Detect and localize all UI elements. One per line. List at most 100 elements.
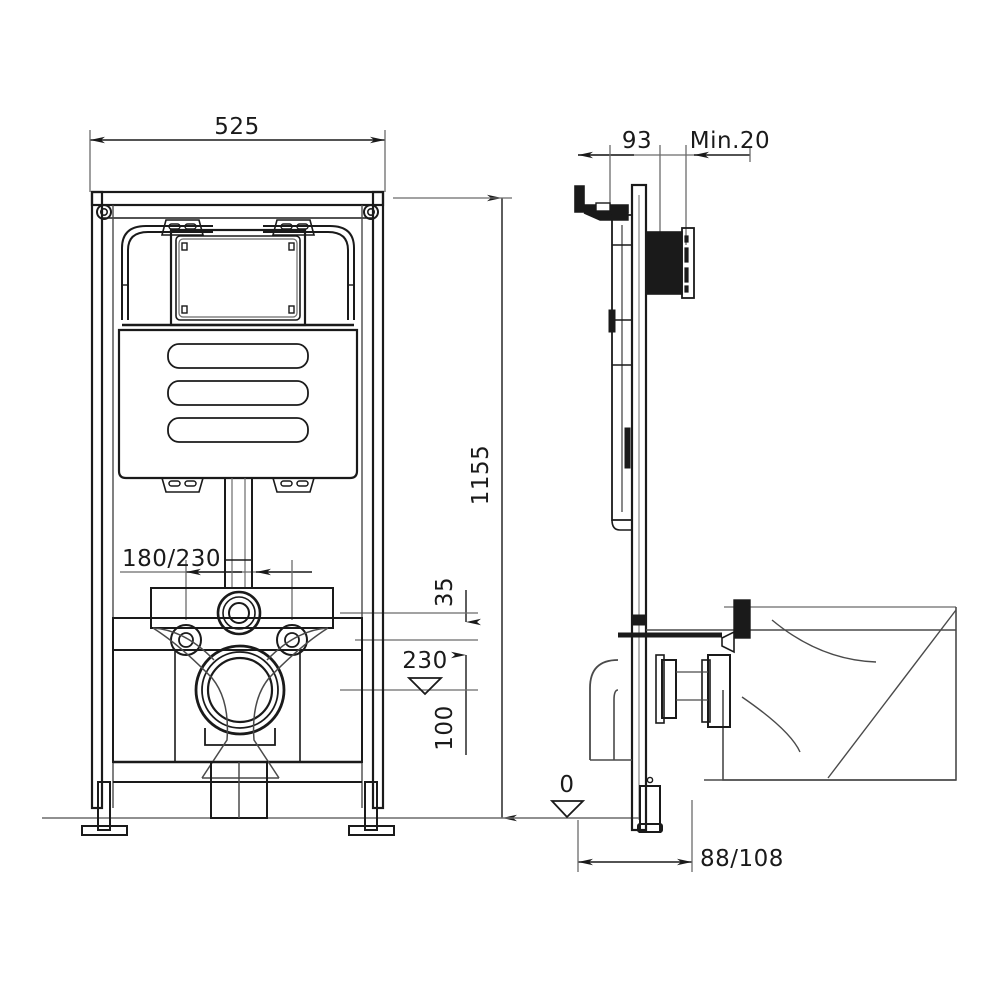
- pan-connections: [170, 590, 308, 746]
- corner-fixing-left-inner: [100, 208, 109, 217]
- pan-height-label: 230: [402, 648, 447, 674]
- foot-right-leg: [364, 781, 378, 831]
- thin-line-style: [42, 130, 751, 872]
- corner-fixing-left: [96, 204, 112, 220]
- bracket-arm-left-outer: [121, 225, 213, 320]
- side-foot-base: [637, 823, 663, 833]
- flush-plate-assembly: [645, 227, 695, 299]
- waste-outlet-mid: [201, 651, 279, 729]
- mount-tab-br-slot-1: [280, 480, 293, 487]
- waste-outlet-outer: [194, 644, 286, 736]
- bracket-outline-right: [252, 627, 329, 779]
- cistern-slot-1: [167, 343, 309, 369]
- pan-projection-label: 88/108: [700, 846, 784, 872]
- waste-outlet-saddle: [204, 728, 276, 746]
- fixing-bolt-right-bore: [284, 632, 300, 648]
- adjustable-feet: [81, 781, 395, 836]
- cistern-slot-2: [167, 380, 309, 406]
- water-spigot-block: [733, 599, 751, 639]
- panel-screw-bl: [181, 305, 188, 314]
- inspection-panel-screws: [181, 242, 295, 314]
- side-bracket-node: [631, 614, 647, 626]
- pan-height-datum-triangle: [406, 677, 444, 696]
- waste-stack: [210, 761, 268, 819]
- floor-datum-triangle: [549, 800, 586, 819]
- bracket-arm-left: [127, 231, 213, 320]
- frame-upright-left: [90, 190, 104, 810]
- waste-bend-outer: [589, 659, 619, 760]
- flush-fix-1: [684, 235, 689, 243]
- pan-support-brackets: [152, 627, 329, 779]
- inspection-panel-face: [178, 238, 298, 318]
- wall-bracket-body: [574, 185, 629, 213]
- waste-spigot-collar: [655, 654, 665, 724]
- mount-tab-br: [271, 477, 316, 493]
- cistern-tank-body: [117, 328, 359, 480]
- waste-outlet-bore: [206, 656, 274, 724]
- pan-bowl-curve-lower: [741, 696, 801, 753]
- cistern-side-fitting-2: [624, 427, 631, 469]
- dimension-pan-projection: [577, 800, 693, 872]
- cistern-side-body: [608, 214, 633, 531]
- corner-fixing-right: [363, 204, 379, 220]
- corner-fixing-right-inner: [366, 208, 375, 217]
- water-inlet-outer: [216, 590, 262, 636]
- frame-upright-right: [371, 190, 385, 810]
- cistern-tank: [117, 328, 359, 480]
- waste-spigot-flange-outer: [707, 654, 731, 728]
- side-lower-structure: [631, 600, 663, 833]
- dimension-text-group: 525 93 Min.20 1155 180/230 35 230 100 0 …: [122, 114, 784, 872]
- foot-left-base: [81, 825, 128, 836]
- front-elevation-view: [81, 190, 395, 836]
- panel-screw-tr: [288, 242, 295, 251]
- flush-fix-2: [684, 247, 689, 263]
- bracket-chord-left: [152, 627, 215, 661]
- min-clearance-label: Min.20: [690, 128, 770, 154]
- side-foot-leg: [639, 785, 661, 833]
- waste-spigot-flange-inner: [661, 659, 677, 719]
- depth-label: 93: [622, 128, 652, 154]
- pan-connector-spigots: [618, 599, 751, 728]
- cistern-side-outline: [611, 214, 633, 521]
- waste-bend-inner: [613, 689, 619, 760]
- pan-bowl-curve-upper: [771, 619, 877, 663]
- side-foot-pin: [646, 776, 654, 784]
- outlet-height-label: 100: [432, 705, 458, 750]
- mount-tab-bl: [160, 477, 205, 493]
- pan-body-outline: [722, 607, 957, 781]
- water-inlet-bore: [228, 602, 250, 624]
- waste-spigot-seal: [701, 659, 711, 723]
- waste-bend-side: [589, 659, 632, 761]
- frame-top-rail: [90, 190, 385, 207]
- lower-support-panel: [112, 587, 363, 783]
- mount-tab-br-slot-2: [296, 480, 309, 487]
- flush-plate-face: [681, 227, 695, 299]
- flush-fix-4: [684, 285, 689, 293]
- cistern-side-base: [611, 519, 632, 531]
- water-spigot-cone: [721, 630, 735, 654]
- water-inlet-mid: [222, 596, 256, 630]
- panel-screw-tl: [181, 242, 188, 251]
- flush-plate-fixings: [684, 235, 689, 293]
- flush-fix-3: [684, 267, 689, 283]
- pan-side-profile: [646, 606, 957, 781]
- mount-tab-bl-slot-2: [184, 480, 197, 487]
- inlet-offset-label: 35: [432, 577, 458, 607]
- height-label: 1155: [468, 445, 494, 506]
- width-label: 525: [214, 114, 259, 140]
- foot-right-base: [348, 825, 395, 836]
- bracket-outline-left: [152, 627, 229, 779]
- bracket-arm-right: [263, 231, 349, 320]
- wall-bracket-slot: [595, 202, 611, 212]
- cistern-side-fitting-1: [608, 309, 616, 333]
- pan-taper: [827, 609, 957, 779]
- frame-corner-fixings: [96, 204, 379, 220]
- dimension-height-1155: [393, 194, 517, 822]
- mount-tab-left: [160, 219, 205, 236]
- cistern-bracket-arms: [121, 225, 355, 320]
- inspection-opening-outer: [169, 228, 307, 327]
- inspection-opening: [122, 228, 354, 327]
- fixing-bolt-left-bore: [178, 632, 194, 648]
